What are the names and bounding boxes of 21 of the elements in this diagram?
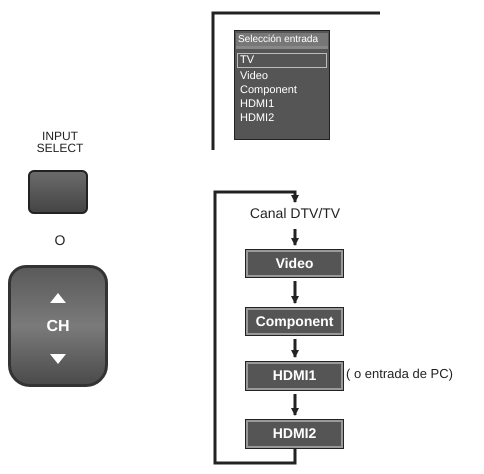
menu-item: Component xyxy=(239,83,298,97)
button-label: INPUT SELECT xyxy=(36,130,84,154)
arrow xyxy=(291,394,299,416)
arrow xyxy=(291,339,299,358)
arrow xyxy=(291,229,299,246)
input-box: Video xyxy=(246,250,343,277)
channel-rocker-button xyxy=(8,265,108,387)
menu-panel xyxy=(234,30,330,140)
input-box: HDMI1 xyxy=(246,362,343,390)
button-label: CH xyxy=(45,318,71,336)
input-box: HDMI2 xyxy=(246,420,343,448)
input-box: Component xyxy=(246,308,343,335)
menu-item: HDMI1 xyxy=(239,97,276,111)
menu-item: Video xyxy=(239,69,269,83)
or-label: O xyxy=(54,232,66,248)
arrow xyxy=(214,190,299,464)
menu-item: HDMI2 xyxy=(239,111,276,125)
arrow xyxy=(291,281,299,304)
menu-item-highlighted: TV xyxy=(237,53,327,68)
note-text: ( o entrada de PC) xyxy=(346,366,453,381)
menu-title: Selección entrada xyxy=(236,33,328,49)
